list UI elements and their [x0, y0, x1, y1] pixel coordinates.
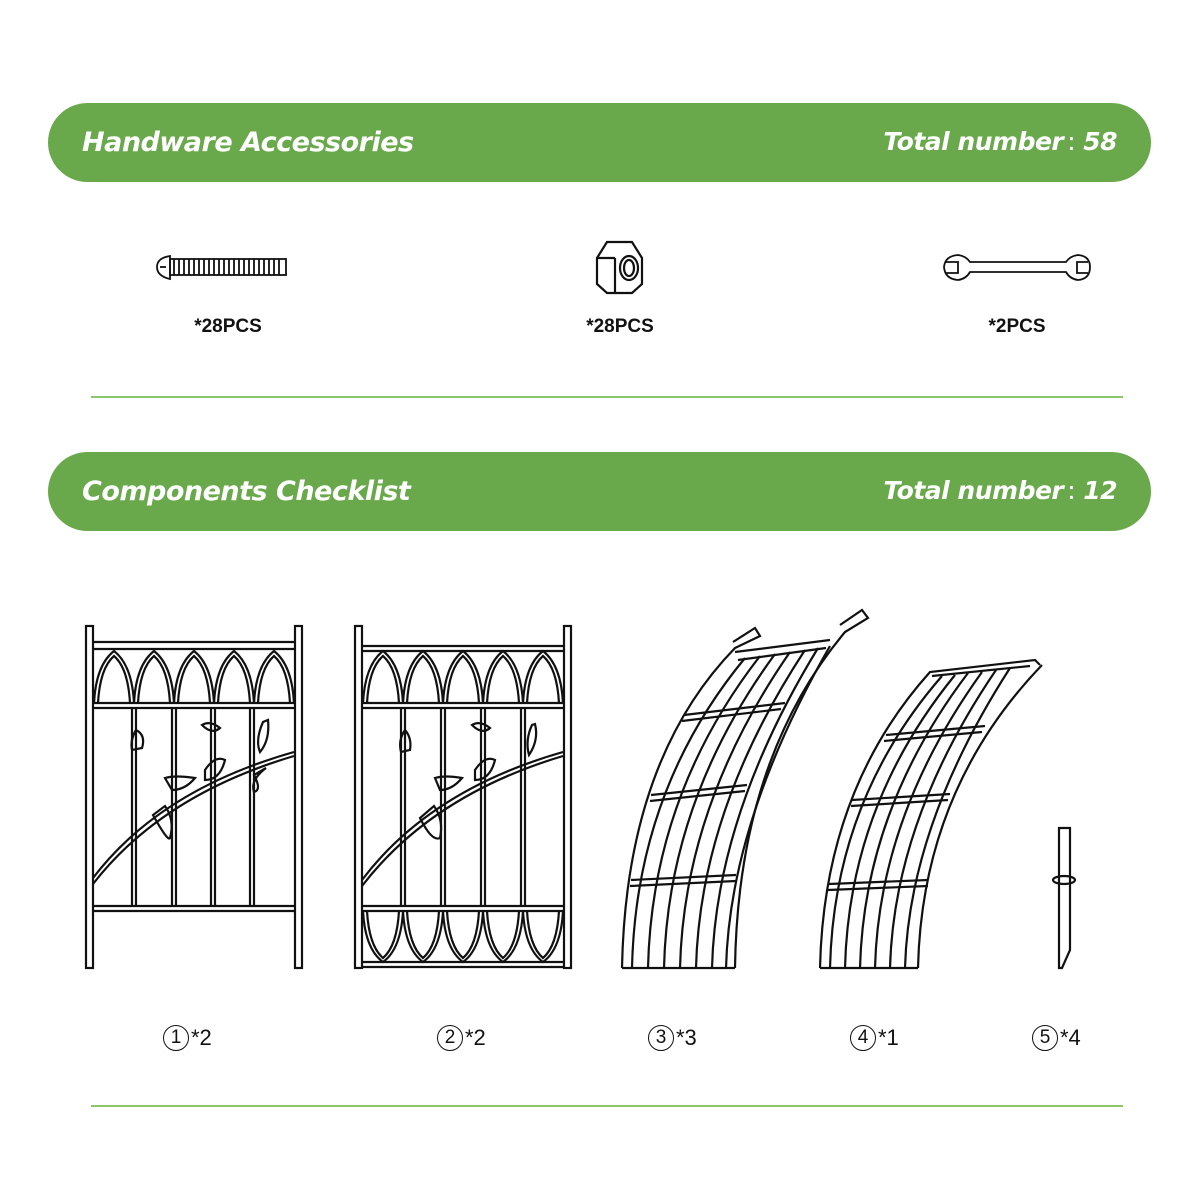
component-5-label: 5*4 — [1032, 1025, 1081, 1051]
screw-icon — [156, 254, 287, 281]
component-quantity: *2 — [465, 1025, 486, 1050]
component-quantity: *4 — [1060, 1025, 1081, 1050]
component-1-label: 1*2 — [163, 1025, 212, 1051]
screw-quantity: *28PCS — [194, 316, 262, 337]
component-3-curved-arch-panel — [620, 608, 870, 970]
total-separator: : — [1067, 476, 1076, 505]
component-2-label: 2*2 — [437, 1025, 486, 1051]
divider — [91, 1105, 1123, 1107]
circled-number: 1 — [163, 1025, 189, 1051]
component-5-ground-stake — [1051, 826, 1077, 970]
component-quantity: *3 — [676, 1025, 697, 1050]
circled-number: 3 — [648, 1025, 674, 1051]
circled-number: 4 — [850, 1025, 876, 1051]
component-3-label: 3*3 — [648, 1025, 697, 1051]
component-4-curved-arch-panel — [818, 658, 1043, 970]
section-title: Handware Accessories — [82, 127, 414, 158]
total-label: Total number — [883, 127, 1064, 156]
hardware-accessories-header: Handware Accessories Total number:58 — [48, 103, 1151, 182]
hex-nut-icon — [595, 240, 644, 295]
section-title: Components Checklist — [82, 476, 411, 507]
components-checklist-header: Components Checklist Total number:12 — [48, 452, 1151, 531]
total-number: Total number:58 — [883, 127, 1117, 156]
total-label: Total number — [883, 476, 1064, 505]
component-1-fence-panel — [84, 624, 304, 970]
component-4-label: 4*1 — [850, 1025, 899, 1051]
component-2-fence-panel — [353, 624, 573, 970]
total-number: Total number:12 — [883, 476, 1117, 505]
wrench-icon — [943, 254, 1091, 281]
component-quantity: *1 — [878, 1025, 899, 1050]
wrench-quantity: *2PCS — [988, 316, 1046, 337]
circled-number: 2 — [437, 1025, 463, 1051]
total-value: 12 — [1083, 476, 1117, 505]
total-separator: : — [1067, 127, 1076, 156]
divider — [91, 396, 1123, 398]
nut-quantity: *28PCS — [586, 316, 654, 337]
total-value: 58 — [1083, 127, 1117, 156]
circled-number: 5 — [1032, 1025, 1058, 1051]
component-quantity: *2 — [191, 1025, 212, 1050]
